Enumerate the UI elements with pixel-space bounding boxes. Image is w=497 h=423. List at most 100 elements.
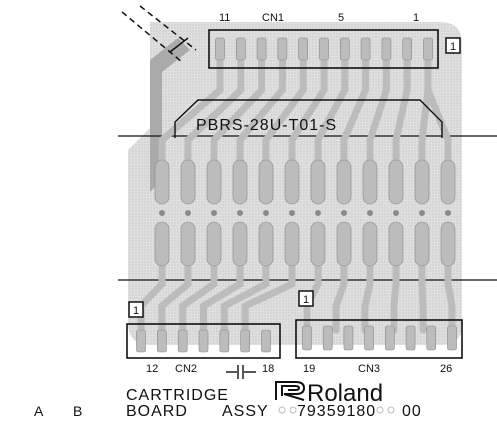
edge-pad-upper — [388, 159, 404, 205]
edge-pad-upper — [206, 159, 222, 205]
trace-upper — [236, 58, 286, 164]
edge-pad-lower — [440, 221, 456, 267]
cn1-pin — [277, 37, 288, 61]
edge-pad-lower — [284, 221, 300, 267]
trace-upper — [340, 58, 370, 164]
trace-upper — [210, 58, 266, 164]
trace-lower — [418, 262, 427, 334]
cn1-pin1-marker-box — [445, 37, 461, 54]
via — [315, 210, 321, 216]
trace-upper — [184, 58, 245, 164]
via — [341, 210, 347, 216]
board-line1: CARTRIDGE — [126, 387, 229, 404]
cn3-pin-last-label: 26 — [440, 363, 452, 375]
part-label: PBRS-28U-T01-S — [196, 117, 337, 134]
cn2-pin-row — [136, 329, 271, 353]
traces-group — [137, 58, 456, 334]
edge-pad-upper — [310, 159, 326, 205]
brand-name: Roland — [307, 380, 383, 407]
cn2-pin — [136, 329, 146, 353]
cn1-pin-first-label: 11 — [219, 12, 230, 24]
cn3-pin — [405, 325, 416, 351]
cn2-pin — [261, 329, 271, 353]
cn1-pin — [423, 37, 433, 61]
trace-lower — [241, 262, 296, 334]
edge-pad-lower — [388, 221, 404, 267]
board-part-number: 79359180 — [297, 403, 376, 420]
board-revision: 00 — [402, 403, 422, 420]
trace-lower — [220, 262, 270, 334]
edge-pad-upper — [284, 159, 300, 205]
cn2-pin-first-label: 12 — [146, 363, 158, 375]
cn1-pin — [360, 37, 371, 61]
cn1-pin — [319, 37, 329, 61]
edge-pad-upper — [414, 159, 430, 205]
via — [211, 210, 217, 216]
capacitor-symbol — [226, 365, 256, 379]
edge-pad-upper — [232, 159, 248, 205]
cn2-pin — [198, 329, 209, 353]
cn1-pin — [215, 37, 225, 61]
cn3-pin — [343, 325, 354, 351]
cn1-body — [208, 29, 439, 69]
trace-upper — [424, 58, 452, 164]
edge-pad-lower — [180, 221, 196, 267]
trace-upper — [158, 58, 224, 164]
cn3-pin — [364, 325, 374, 351]
edge-pad-upper — [440, 159, 456, 205]
trace-upper — [288, 58, 328, 164]
edge-pad-lower — [414, 221, 430, 267]
trace-lower — [179, 262, 218, 334]
via — [393, 210, 399, 216]
edge-pad-upper — [258, 159, 274, 205]
cn1-pin — [256, 37, 267, 61]
trace-lower — [137, 262, 166, 334]
cn1-pin — [339, 37, 350, 61]
cn1-pin-mid-label: 5 — [338, 12, 344, 24]
cn2-name: CN2 — [175, 363, 197, 375]
trace-upper — [366, 58, 390, 164]
corner-label-a: A — [34, 403, 44, 419]
via — [445, 210, 451, 216]
trace-upper — [262, 58, 307, 164]
part-outline — [174, 99, 443, 138]
via — [159, 210, 165, 216]
pads-group — [154, 159, 456, 267]
cn3-pin — [447, 325, 457, 351]
cn1-pin — [381, 37, 392, 61]
trace-upper — [392, 58, 411, 164]
cn3-pin — [426, 325, 437, 351]
cn2-pin — [240, 329, 250, 353]
cn1-pin-row — [215, 37, 433, 61]
roland-r-mark — [275, 381, 306, 401]
cn3-pin1-marker-box — [298, 290, 314, 307]
cn3-body — [295, 319, 463, 359]
cn3-pin — [385, 325, 395, 351]
edge-pad-upper — [336, 159, 352, 205]
edge-pad-lower — [362, 221, 378, 267]
edge-pad-lower — [154, 221, 170, 267]
cn3-pin — [302, 325, 312, 351]
edge-pad-lower — [258, 221, 274, 267]
trace-upper — [314, 58, 349, 164]
faint-ring-marks — [278, 406, 395, 414]
edge-pad-lower — [232, 221, 248, 267]
edge-pad-lower — [336, 221, 352, 267]
board-assy: ASSY — [222, 403, 269, 420]
edge-pad-lower — [310, 221, 326, 267]
via — [289, 210, 295, 216]
edge-pad-upper — [180, 159, 196, 205]
trace-lower — [390, 262, 400, 334]
trace-lower — [361, 262, 374, 334]
cn2-pin1-marker-box — [128, 301, 144, 318]
trace-lower — [158, 262, 192, 334]
trace-lower — [332, 262, 348, 334]
edge-pad-lower — [206, 221, 222, 267]
edge-pad-upper — [154, 159, 170, 205]
cn1-name: CN1 — [262, 12, 284, 24]
cn3-name: CN3 — [358, 363, 380, 375]
edge-pad-upper — [362, 159, 378, 205]
cn3-pin1-marker: 1 — [303, 294, 309, 306]
